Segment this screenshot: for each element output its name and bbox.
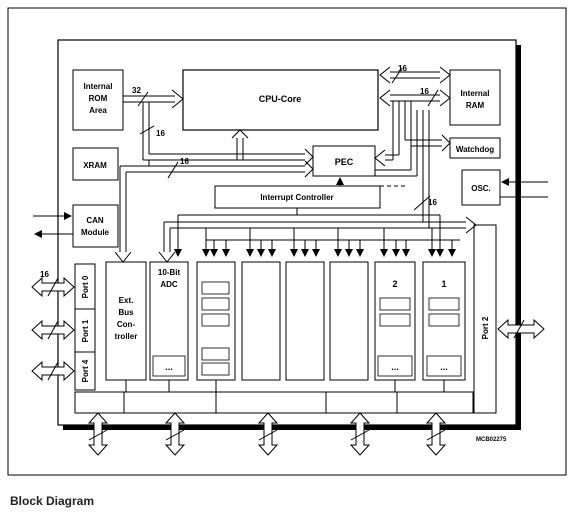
internal-rom-label-1: Internal	[84, 82, 113, 91]
peripheral-drops	[202, 228, 460, 257]
peripheral-3-reg-5	[201, 362, 230, 376]
figure-frame	[7, 7, 567, 476]
ext-bus-label-3: Con-	[117, 320, 136, 329]
rom-internal-bus	[142, 102, 314, 166]
unit-1-label: 1	[441, 279, 446, 289]
peripheral-bus-width: 16	[428, 198, 437, 207]
internal-rom-block	[72, 69, 124, 131]
port4-label: Port 4	[81, 359, 90, 382]
rom-down-bus-width: 16	[156, 129, 165, 138]
unit-2-reg-1	[379, 297, 411, 311]
port1-external-arrow	[31, 319, 75, 341]
port2-block	[473, 224, 497, 414]
internal-bus-lower	[114, 160, 314, 263]
peripheral-block-5	[285, 261, 325, 381]
unit-2-reg-2	[379, 313, 411, 327]
internal-ram-label-2: RAM	[466, 101, 485, 110]
osc-block	[461, 169, 501, 206]
port0-label: Port 0	[81, 275, 90, 298]
port2-label: Port 2	[481, 316, 490, 339]
unit-1-dots: ...	[440, 362, 448, 372]
figure-caption: Block Diagram	[10, 494, 95, 508]
port4-block	[74, 351, 96, 391]
internal-rom-label-3: Area	[89, 106, 107, 115]
peripheral-3-reg-1	[201, 281, 230, 295]
bottom-port-arrows	[87, 412, 447, 456]
peripheral-block-4	[241, 261, 281, 381]
figure-code: MCB02275	[476, 437, 507, 443]
unit-2-port-box	[377, 355, 413, 377]
xram-label: XRAM	[83, 161, 107, 170]
port1-label: Port 1	[81, 319, 90, 342]
peripheral-3-reg-2	[201, 297, 230, 311]
cpu-ram-bus-slash-upper	[391, 67, 403, 84]
adc-dots: ...	[165, 362, 173, 372]
peripheral-bus-slash	[413, 195, 431, 211]
ext-bus-label-1: Ext.	[119, 296, 134, 305]
adc-port-box	[152, 355, 186, 377]
adc-label-1: 10-Bit	[158, 268, 181, 277]
internal-bus-slash	[167, 161, 179, 179]
peripheral-to-port-links	[125, 380, 445, 392]
unit-2-dots: ...	[391, 362, 399, 372]
ext-bus-controller-block	[105, 261, 147, 381]
internal-rom-label-2: ROM	[89, 94, 108, 103]
pec-right-links	[375, 110, 418, 177]
cpu-ram-bus-upper	[379, 66, 451, 84]
cpu-bottom-bus	[231, 129, 249, 160]
port0-bus-width: 16	[40, 270, 49, 279]
port2-external-arrow	[497, 318, 545, 340]
watchdog-label: Watchdog	[456, 145, 494, 154]
peripheral-bus	[158, 110, 477, 263]
pec-label: PEC	[335, 157, 354, 167]
internal-ram-block	[449, 69, 501, 126]
port4-external-arrow	[31, 360, 75, 382]
watchdog-block	[449, 137, 501, 159]
internal-ram-label-1: Internal	[461, 89, 490, 98]
interrupt-lines	[174, 208, 444, 257]
peripheral-3-reg-3	[201, 313, 230, 327]
osc-label: OSC.	[471, 184, 491, 193]
ext-bus-label-4: troller	[115, 332, 138, 341]
unit-1-reg-1	[428, 297, 460, 311]
unit-1-port-box	[426, 355, 462, 377]
can-module-label-1: CAN	[86, 216, 104, 225]
bottom-port-bar	[74, 391, 474, 414]
unit-2-label: 2	[392, 279, 397, 289]
rom-cpu-bus-width: 32	[132, 86, 141, 95]
peripheral-block-6	[329, 261, 369, 381]
unit-1-reg-2	[428, 313, 460, 327]
rom-down-bus-slash	[139, 125, 155, 135]
can-module-block	[72, 204, 119, 248]
pec-block	[312, 145, 376, 177]
ext-bus-label-2: Bus	[118, 308, 134, 317]
internal-bus-width: 16	[180, 157, 189, 166]
xram-block	[72, 147, 119, 181]
cpu-ram-bus-width-lower: 16	[420, 87, 429, 96]
cpu-ram-bus-width-upper: 16	[398, 64, 407, 73]
cpu-core-label: CPU-Core	[259, 94, 302, 104]
interrupt-controller-label: Interrupt Controller	[260, 193, 333, 202]
can-module-label-2: Module	[81, 228, 110, 237]
adc-label-2: ADC	[160, 280, 178, 289]
rom-cpu-bus-slash	[137, 91, 149, 107]
peripheral-3-reg-4	[201, 347, 230, 361]
cpu-ram-bus-slash-lower	[427, 89, 439, 107]
cpu-core-block	[182, 69, 379, 131]
port0-external-arrow	[31, 276, 75, 298]
